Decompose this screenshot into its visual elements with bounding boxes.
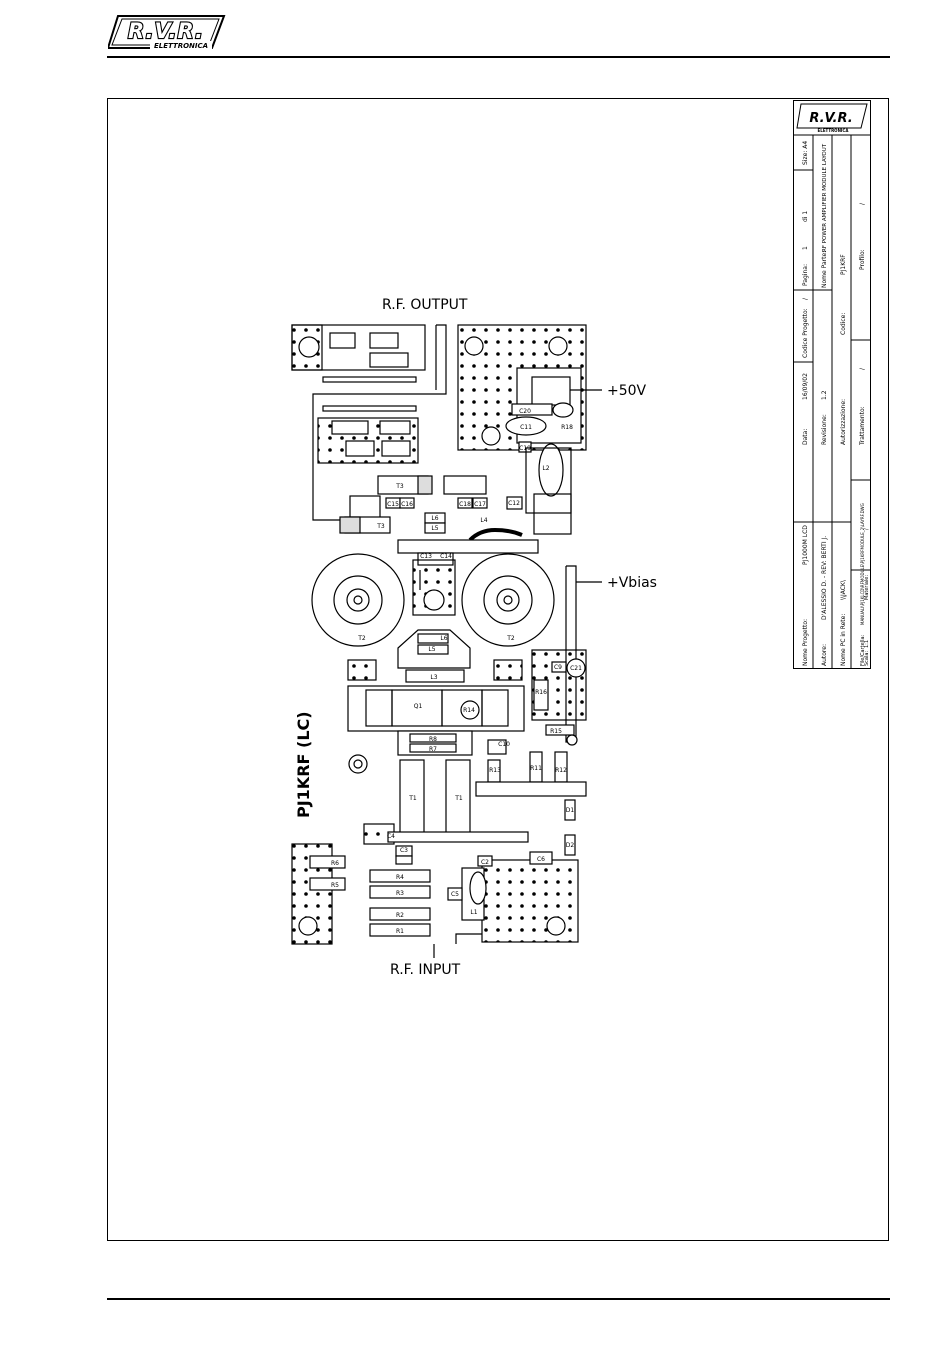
- tb-codice-progetto-value: /: [802, 297, 809, 300]
- svg-text:T2: T2: [357, 635, 366, 642]
- supply-label: +50V: [607, 383, 647, 399]
- tb-codice-progetto-label: Codice Progetto:: [802, 308, 809, 358]
- svg-text:C21: C21: [570, 665, 582, 672]
- svg-text:L3: L3: [430, 674, 437, 681]
- logo-sub: ELETTRONICA: [154, 42, 208, 50]
- tb-autore-value: D'ALESSIO D. - REV: BERTI J.: [821, 536, 828, 620]
- header-rule: [107, 56, 890, 58]
- svg-text:C12: C12: [508, 500, 520, 507]
- svg-text:C5: C5: [451, 891, 459, 898]
- tb-trattamento-label: Trattamento:: [859, 406, 866, 446]
- tb-autorizzazione-label: Autorizzazione:: [840, 399, 847, 445]
- svg-text:L6: L6: [431, 515, 438, 522]
- tb-pagina-label: Pagina:: [802, 264, 809, 286]
- tb-profilo-label: Profilo:: [859, 249, 866, 270]
- tb-trattamento-value: /: [859, 367, 866, 370]
- tb-materiale-label: Materiale:: [864, 575, 870, 600]
- svg-text:C18: C18: [459, 501, 471, 508]
- tb-materiale-value: /: [864, 528, 870, 530]
- tb-revisione-label: Revisione:: [821, 414, 828, 445]
- drawing-frame: [107, 98, 889, 1241]
- tb-nome-pc-label: Nome PC in Rete:: [840, 614, 847, 666]
- svg-text:R3: R3: [396, 890, 404, 897]
- svg-text:C3: C3: [400, 847, 408, 854]
- svg-text:L5: L5: [428, 646, 435, 653]
- svg-text:L4: L4: [480, 517, 487, 524]
- svg-text:C11: C11: [520, 424, 532, 431]
- svg-text:R6: R6: [331, 860, 339, 867]
- rf-output-label: R.F. OUTPUT: [382, 297, 468, 313]
- svg-text:C4: C4: [387, 833, 395, 840]
- tb-logo: R.V.R.: [809, 111, 852, 126]
- rf-input-label: R.F. INPUT: [390, 962, 461, 978]
- svg-text:C19: C19: [519, 445, 531, 452]
- svg-text:L6: L6: [440, 635, 447, 642]
- svg-text:C9: C9: [554, 664, 562, 671]
- tb-file-value: MANUALI\PJ1KLCD\RFMODULE\PJ1KRFMODULE_2\…: [860, 503, 865, 625]
- svg-text:D2: D2: [566, 842, 575, 849]
- svg-text:L1: L1: [470, 909, 477, 916]
- svg-text:R8: R8: [429, 736, 437, 743]
- tb-pagina-value: 1: [802, 246, 809, 250]
- tb-scala-label: Scala:: [864, 651, 870, 666]
- svg-text:T2: T2: [506, 635, 515, 642]
- svg-text:C2: C2: [481, 859, 489, 866]
- svg-text:C15: C15: [387, 501, 399, 508]
- svg-text:Q1: Q1: [414, 703, 423, 710]
- svg-text:R13: R13: [489, 767, 501, 774]
- tb-codice-label: Codice:: [840, 313, 847, 335]
- svg-text:R1: R1: [396, 928, 404, 935]
- title-block-bottom: Scala: 1:1 Materiale: /: [864, 528, 870, 666]
- svg-text:C10: C10: [498, 741, 510, 748]
- svg-text:C20: C20: [519, 408, 531, 415]
- tb-di: di 1: [802, 211, 809, 222]
- svg-text:C13: C13: [420, 553, 432, 560]
- svg-text:R4: R4: [396, 874, 404, 881]
- tb-size: Size: A4: [802, 141, 809, 165]
- tb-codice-value: PJ1KRF: [840, 254, 847, 275]
- bias-label: +Vbias: [607, 575, 657, 591]
- svg-text:T1: T1: [454, 795, 463, 802]
- tb-autore-label: Autore:: [821, 644, 828, 666]
- svg-text:R18: R18: [561, 424, 573, 431]
- svg-text:C17: C17: [474, 501, 486, 508]
- svg-text:R7: R7: [429, 746, 437, 753]
- tb-scala-value: 1:1: [864, 640, 870, 648]
- svg-text:R2: R2: [396, 912, 404, 919]
- svg-text:T3: T3: [395, 483, 404, 490]
- logo-brand: R.V.R.: [128, 19, 204, 43]
- rvr-logo: R.V.R. ELETTRONICA: [108, 15, 226, 50]
- tb-nome-pc-value: \\JACK\: [840, 579, 847, 600]
- tb-nome-progetto-label: Nome Progetto:: [802, 619, 809, 666]
- svg-text:R16: R16: [535, 689, 547, 696]
- svg-text:L2: L2: [542, 465, 549, 472]
- tb-file-label: File/Cartella:: [860, 634, 866, 666]
- svg-text:C16: C16: [401, 501, 413, 508]
- svg-text:R14: R14: [463, 707, 475, 714]
- svg-text:R11: R11: [530, 765, 542, 772]
- tb-revisione-value: 1.2: [821, 390, 828, 400]
- tb-profilo-value: /: [859, 202, 866, 205]
- svg-text:T1: T1: [408, 795, 417, 802]
- svg-text:D1: D1: [566, 807, 575, 814]
- title-block: R.V.R. ELETTRONICA Size: A4 Pagina: 1 di…: [793, 100, 871, 669]
- tb-nome-parte-label: Nome Parte:: [821, 251, 828, 288]
- svg-text:L5: L5: [431, 525, 438, 532]
- tb-nome-progetto-value: PJ1000M LCD: [802, 525, 809, 565]
- svg-text:C6: C6: [537, 856, 545, 863]
- svg-text:R15: R15: [550, 728, 562, 735]
- tb-logo-sub: ELETTRONICA: [818, 128, 850, 133]
- tb-data-value: 16/09/02: [802, 373, 809, 400]
- tb-nome-parte-value: RF POWER AMPLIFIER MODULE LAYOUT: [822, 143, 828, 252]
- diagram-title: PJ1KRF (LC): [294, 711, 313, 818]
- svg-text:R12: R12: [555, 767, 567, 774]
- svg-text:R5: R5: [331, 882, 339, 889]
- svg-text:C14: C14: [440, 553, 452, 560]
- tb-data-label: Data:: [802, 429, 809, 445]
- svg-text:T3: T3: [376, 523, 385, 530]
- footer-rule: [107, 1298, 890, 1300]
